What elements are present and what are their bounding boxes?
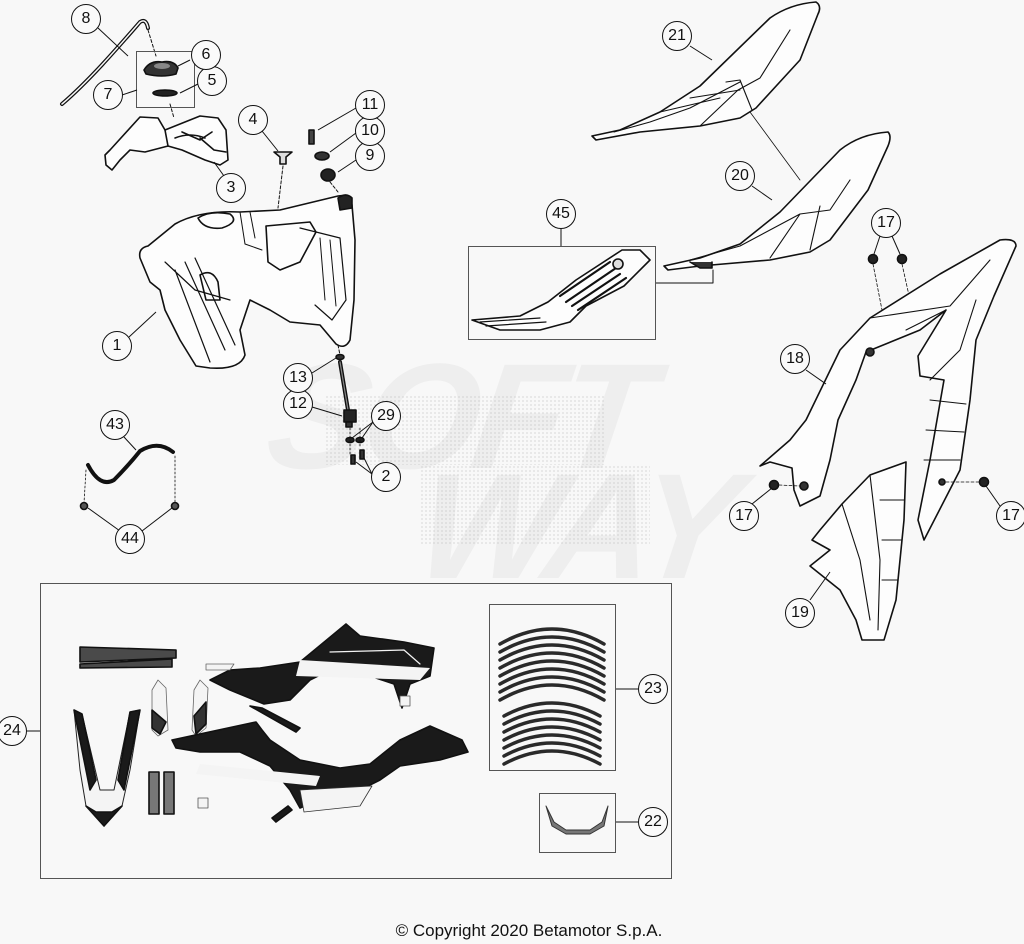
callout-6[interactable]: 6 [191,40,221,70]
leader-line [749,111,801,181]
seat-alternate-part[interactable] [591,1,821,141]
callout-4[interactable]: 4 [238,105,268,135]
callout-24[interactable]: 24 [0,716,27,746]
callout-44[interactable]: 44 [115,524,145,554]
right-side-panel-part[interactable] [809,461,907,641]
front-fender-stripe-decal-part[interactable] [545,805,609,835]
washer-part[interactable] [314,151,330,161]
fuel-tap-part[interactable] [338,360,357,428]
callout-12[interactable]: 12 [283,389,313,419]
callout-3[interactable]: 3 [216,173,246,203]
panel-screw-part[interactable] [867,253,879,265]
leader-dashed [277,165,284,209]
hose-clamp-part[interactable] [79,501,89,511]
hose-part[interactable] [86,443,175,485]
callout-5[interactable]: 5 [197,66,227,96]
kyb-decal-part[interactable] [163,771,175,815]
leader-dashed [329,181,339,193]
callout-18[interactable]: 18 [780,344,810,374]
swingarm-decal-part[interactable] [79,646,177,663]
callout-20[interactable]: 20 [725,161,755,191]
callout-11[interactable]: 11 [355,90,385,120]
panel-screw-part[interactable] [896,253,908,265]
seat-cover-part[interactable] [471,249,651,331]
hose-clamp-part[interactable] [170,501,180,511]
callout-23[interactable]: 23 [638,674,668,704]
tank-cover-part[interactable] [104,115,229,171]
front-fender-decal-part[interactable] [73,709,141,827]
shroud-decal-lower-part[interactable] [171,721,469,809]
callout-1[interactable]: 1 [102,331,132,361]
fender-decal-group-box [539,793,616,853]
watermark-dots-bottom [420,465,650,545]
tap-seal-part[interactable] [335,353,345,361]
cap-gasket-part[interactable] [152,89,178,97]
watermark-dots-top [325,395,605,465]
left-side-panel-part[interactable] [759,238,1017,541]
callout-17-left[interactable]: 17 [729,501,759,531]
screw-part[interactable] [350,454,356,465]
callout-10[interactable]: 10 [355,116,385,146]
leader-dashed [83,469,87,504]
screw-part[interactable] [359,449,365,460]
kyb-decal-part[interactable] [148,771,160,815]
breather-hose-part[interactable] [60,18,150,106]
rim-stripe-decals-part[interactable] [498,627,606,766]
callout-13[interactable]: 13 [283,363,313,393]
seat-part[interactable] [663,131,891,271]
swingarm-decal-part[interactable] [79,658,173,669]
callout-22[interactable]: 22 [638,807,668,837]
panel-screw-part[interactable] [978,476,990,488]
rubber-grommet-part[interactable] [273,151,293,165]
callout-29[interactable]: 29 [371,401,401,431]
rim-decals-group-box [489,604,616,771]
fuel-cap-part[interactable] [143,60,179,77]
leader-line [655,269,714,284]
callout-19[interactable]: 19 [785,598,815,628]
callout-7[interactable]: 7 [93,80,123,110]
callout-45[interactable]: 45 [546,199,576,229]
decal-kit-group-box [40,583,672,879]
bolt-part[interactable] [308,129,315,145]
callout-2[interactable]: 2 [371,462,401,492]
rubber-pad-part[interactable] [320,168,336,182]
leader-dashed [169,103,175,119]
callout-43[interactable]: 43 [100,410,130,440]
callout-21[interactable]: 21 [662,21,692,51]
callout-17-top[interactable]: 17 [871,208,901,238]
fuel-tank-part[interactable] [138,194,356,370]
callout-17-right[interactable]: 17 [996,501,1024,531]
panel-screw-part[interactable] [768,479,780,491]
leader-dashed [872,263,883,311]
seat-cover-group-box [468,246,656,340]
leader-dashed [337,344,341,356]
copyright-notice: © Copyright 2020 Betamotor S.p.A. [395,921,663,940]
leader-dashed [778,484,801,487]
decal-kit-parts [73,623,609,835]
callout-8[interactable]: 8 [71,4,101,34]
fuel-cap-group-box [136,51,195,108]
